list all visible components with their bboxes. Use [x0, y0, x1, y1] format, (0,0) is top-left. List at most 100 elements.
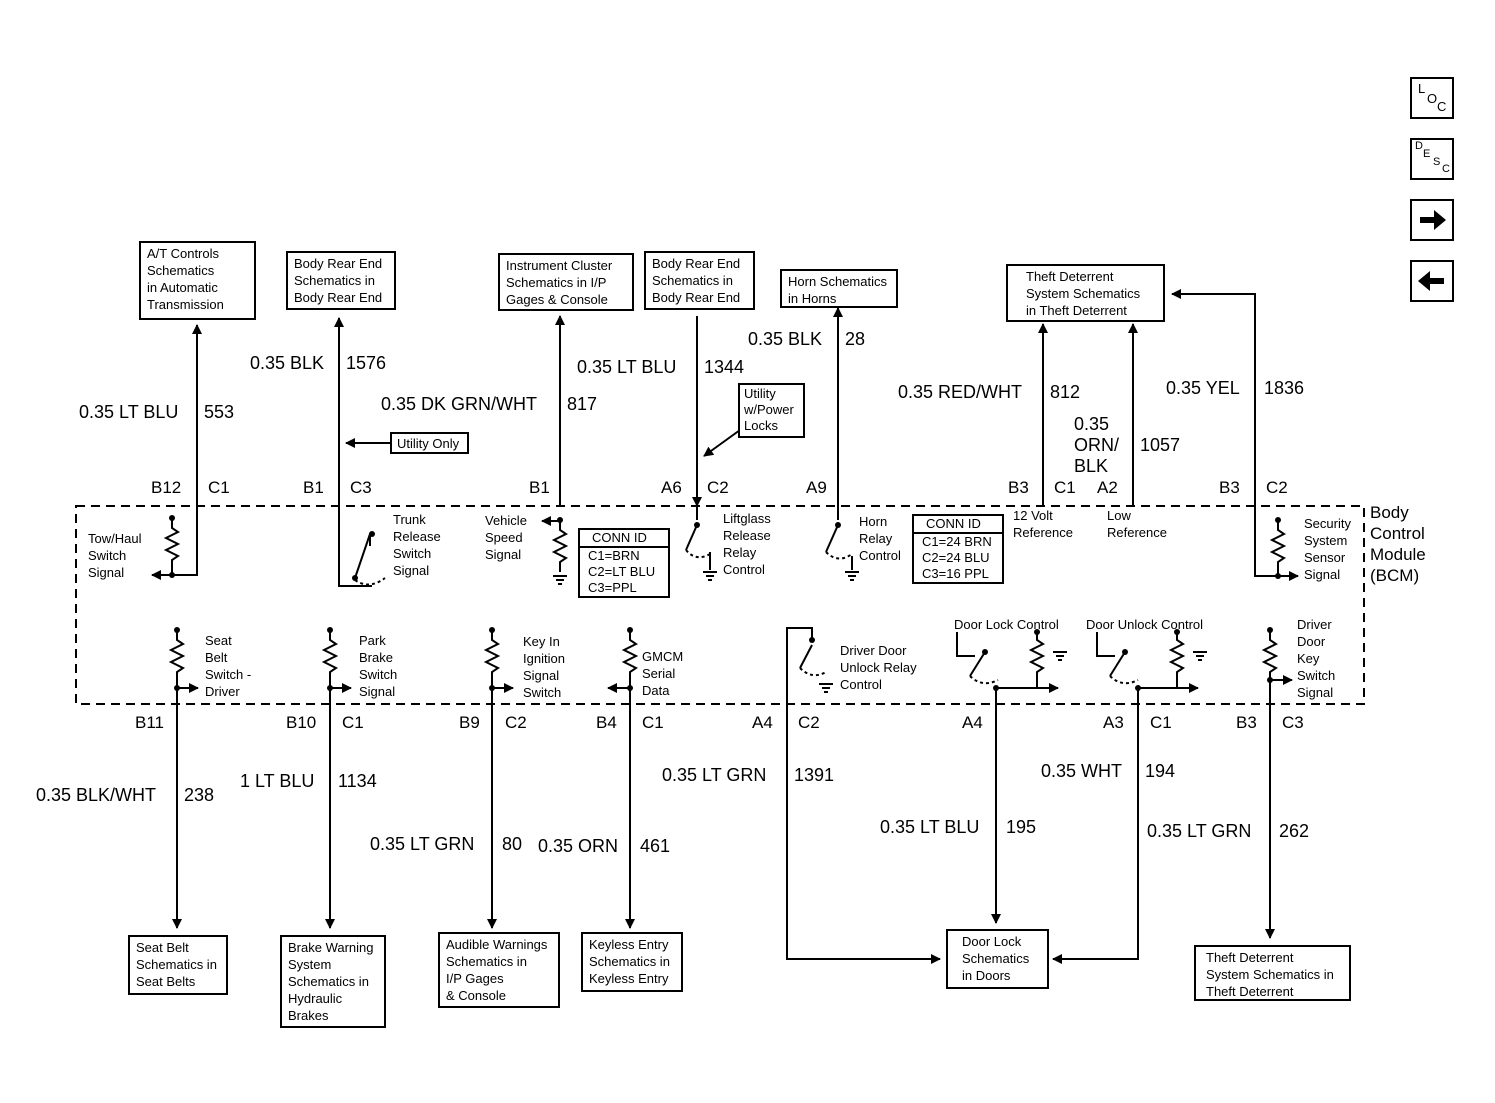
dest-seat-belts[interactable]: Seat Belt Schematics in Seat Belts: [128, 935, 228, 995]
signal-liftglass-relay: Liftglass Release Relay Control: [723, 511, 771, 577]
conn-c1-d: C1: [642, 713, 664, 732]
signal-vehicle-speed: Vehicle Speed Signal: [485, 513, 527, 562]
pin-b4: B4: [596, 713, 617, 732]
circuit-194: 194: [1145, 761, 1176, 781]
signal-door-lock: Door Lock Control: [954, 617, 1059, 632]
utility-power-arrow: [703, 429, 741, 457]
utility-power-locks-note: Utility w/Power Locks: [738, 383, 805, 438]
desc-icon[interactable]: D E S C: [1410, 138, 1454, 180]
conn-id-box-2: CONN ID C1=24 BRN C2=24 BLU C3=16 PPL: [912, 514, 1004, 584]
pin-b10: B10: [286, 713, 317, 732]
tow-haul-resistor: [163, 518, 181, 574]
circuit-553: 553: [204, 402, 235, 422]
conn-id-box-1: CONN ID C1=BRN C2=LT BLU C3=PPL: [578, 528, 670, 598]
signal-door-unlock: Door Unlock Control: [1086, 617, 1204, 632]
conn-c3-a: C3: [350, 478, 372, 497]
signal-low-reference: Low Reference: [1107, 508, 1167, 540]
circuit-262: 262: [1279, 821, 1310, 841]
conn-c2-d: C2: [798, 713, 820, 732]
pin-b11: B11: [135, 713, 164, 732]
wire-label-817: 0.35 DK GRN/WHT: [381, 394, 538, 414]
signal-12v-reference: 12 Volt Reference: [1013, 508, 1073, 540]
dest-theft-deterrent-top[interactable]: Theft Deterrent System Schematics in The…: [1006, 264, 1165, 322]
signal-key-in-ignition: Key In Ignition Signal Switch: [523, 634, 565, 700]
wire-1391: [786, 704, 941, 964]
circuit-1391: 1391: [794, 765, 835, 785]
circuit-817: 817: [567, 394, 598, 414]
wire-label-1576: 0.35 BLK: [250, 353, 325, 373]
wire-label-812: 0.35 RED/WHT: [898, 382, 1023, 402]
wire-label-28: 0.35 BLK: [748, 329, 823, 349]
circuit-1836: 1836: [1264, 378, 1305, 398]
module-name: Body Control Module (BCM): [1370, 503, 1426, 585]
wire-1836: [1171, 289, 1256, 506]
pin-a2: A2: [1097, 478, 1118, 497]
circuit-1057: 1057: [1140, 435, 1181, 455]
pin-a6: A6: [661, 478, 682, 497]
dest-instrument-cluster[interactable]: Instrument Cluster Schematics in I/P Gag…: [498, 253, 634, 311]
signal-security-sensor: Security System Sensor Signal: [1304, 516, 1351, 582]
wire-label-1836: 0.35 YEL: [1166, 378, 1240, 398]
circuit-195: 195: [1006, 817, 1037, 837]
signal-driver-door-key: Driver Door Key Switch Signal: [1297, 617, 1336, 700]
loc-icon[interactable]: L O C: [1410, 77, 1454, 119]
bcm-outline: [75, 505, 1365, 705]
circuit-238: 238: [184, 785, 215, 805]
dest-at-controls[interactable]: A/T Controls Schematics in Automatic Tra…: [139, 241, 256, 320]
pin-b1-b: B1: [529, 478, 550, 497]
dest-body-rear-end-2[interactable]: Body Rear End Schematics in Body Rear En…: [644, 251, 755, 310]
prev-arrow-icon[interactable]: [1410, 260, 1454, 302]
circuit-1576: 1576: [346, 353, 387, 373]
wire-label-1391: 0.35 LT GRN: [662, 765, 767, 785]
conn-c1-a: C1: [208, 478, 230, 497]
wire-label-80: 0.35 LT GRN: [370, 834, 475, 854]
pin-a4-a: A4: [752, 713, 773, 732]
pin-b12: B12: [151, 478, 182, 497]
signal-seat-belt: Seat Belt Switch - Driver: [205, 633, 252, 699]
pin-b3-c: B3: [1236, 713, 1257, 732]
circuit-461: 461: [640, 836, 671, 856]
pin-b3-b: B3: [1219, 478, 1240, 497]
circuit-1344: 1344: [704, 357, 745, 377]
conn-c1-c: C1: [342, 713, 364, 732]
wire-194: [1052, 704, 1139, 964]
conn-c2-b: C2: [1266, 478, 1288, 497]
dest-theft-deterrent-bottom[interactable]: Theft Deterrent System Schematics in The…: [1194, 945, 1351, 1001]
signal-park-brake: Park Brake Switch Signal: [359, 633, 398, 699]
dest-body-rear-end-1[interactable]: Body Rear End Schematics in Body Rear En…: [286, 251, 396, 310]
utility-only-note: Utility Only: [390, 432, 469, 454]
wire-label-553: 0.35 LT BLU: [79, 402, 179, 422]
circuit-28: 28: [845, 329, 866, 349]
circuit-812: 812: [1050, 382, 1081, 402]
wire-label-194: 0.35 WHT: [1041, 761, 1123, 781]
signal-tow-haul: Tow/Haul Switch Signal: [88, 531, 142, 580]
dest-door-lock[interactable]: Door Lock Schematics in Doors: [946, 929, 1049, 989]
wire-label-1344: 0.35 LT BLU: [577, 357, 677, 377]
circuit-80: 80: [502, 834, 523, 854]
wire-label-1134: 1 LT BLU: [240, 771, 315, 791]
wire-label-195: 0.35 LT BLU: [880, 817, 980, 837]
dest-brake-warning[interactable]: Brake Warning System Schematics in Hydra…: [280, 935, 386, 1028]
wire-label-1057: 0.35 ORN/ BLK: [1074, 414, 1119, 476]
conn-c3-b: C3: [1282, 713, 1304, 732]
pin-a4-b: A4: [962, 713, 983, 732]
dest-keyless-entry[interactable]: Keyless Entry Schematics in Keyless Entr…: [581, 932, 683, 992]
wire-label-262: 0.35 LT GRN: [1147, 821, 1252, 841]
conn-c1-b: C1: [1054, 478, 1076, 497]
pin-b3-a: B3: [1008, 478, 1029, 497]
wire-label-238: 0.35 BLK/WHT: [36, 785, 157, 805]
pin-b9: B9: [459, 713, 480, 732]
dest-horn[interactable]: Horn Schematics in Horns: [780, 269, 898, 308]
circuit-1134: 1134: [338, 771, 377, 791]
conn-c2-a: C2: [707, 478, 729, 497]
wire-label-461: 0.35 ORN: [538, 836, 619, 856]
signal-driver-door-unlock: Driver Door Unlock Relay Control: [840, 643, 917, 692]
pin-b1: B1: [303, 478, 324, 497]
conn-c2-c: C2: [505, 713, 527, 732]
dest-audible-warnings[interactable]: Audible Warnings Schematics in I/P Gages…: [438, 932, 560, 1008]
next-arrow-icon[interactable]: [1410, 199, 1454, 241]
signal-horn-relay: Horn Relay Control: [859, 514, 901, 563]
pin-a3: A3: [1103, 713, 1124, 732]
conn-c1-e: C1: [1150, 713, 1172, 732]
